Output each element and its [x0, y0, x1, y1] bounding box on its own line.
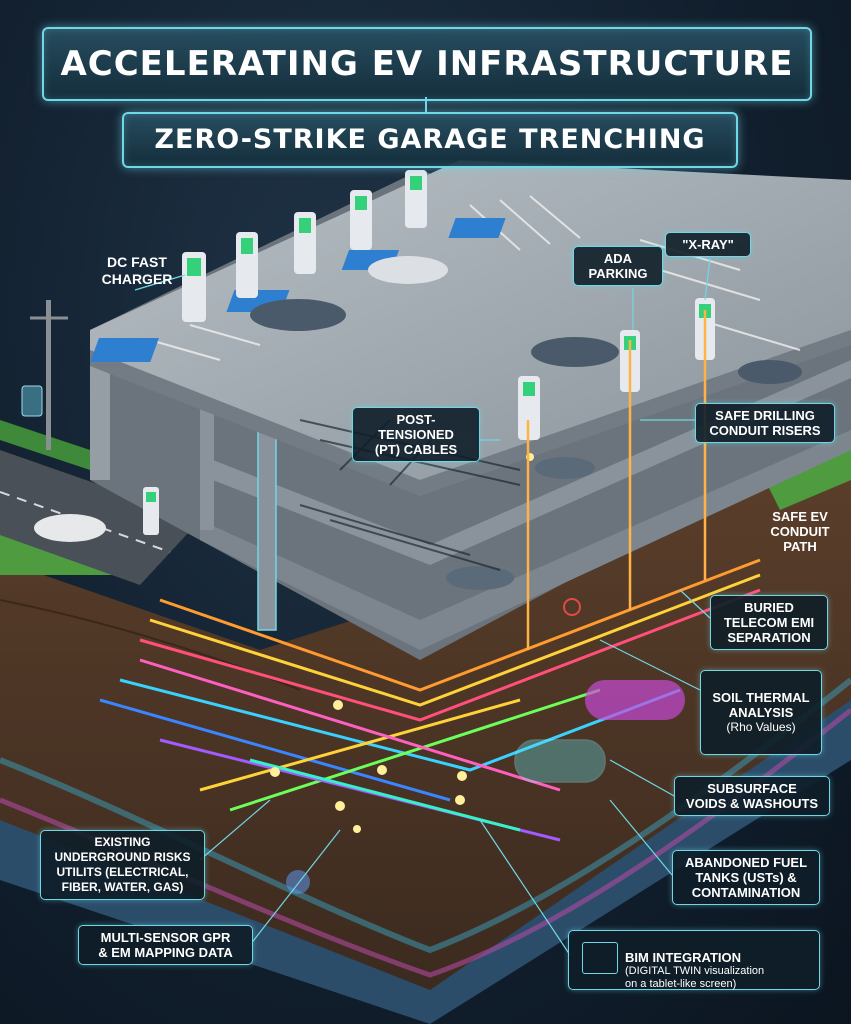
soil-thermal-sub: (Rho Values)	[726, 720, 796, 734]
charger-unit	[518, 376, 540, 440]
bim-sub: (DIGITAL TWIN visualization on a tablet-…	[625, 965, 765, 990]
callout-xray: "X-RAY"	[665, 232, 751, 257]
void-pipe	[585, 680, 685, 720]
soil-thermal-title: SOIL THERMAL ANALYSIS	[712, 690, 810, 720]
telecom-marker	[563, 598, 581, 616]
callout-abandoned-fuel-tanks: ABANDONED FUEL TANKS (USTs) & CONTAMINAT…	[672, 850, 820, 905]
street	[0, 450, 200, 585]
callout-soil-thermal-analysis: SOIL THERMAL ANALYSIS (Rho Values)	[700, 670, 822, 755]
callout-pt-cables: POST-TENSIONED (PT) CABLES	[352, 407, 480, 462]
charger-unit	[294, 212, 316, 274]
callout-subsurface-voids: SUBSURFACE VOIDS & WASHOUTS	[674, 776, 830, 816]
cars	[34, 256, 802, 590]
charger-unit	[405, 170, 427, 228]
callout-existing-utilities: EXISTING UNDERGROUND RISKS UTILITS (ELEC…	[40, 830, 205, 900]
utility-pole	[21, 300, 68, 450]
ada-space	[448, 218, 506, 238]
dc-charger-row	[143, 170, 715, 535]
charger-unit	[182, 252, 206, 322]
bim-title: BIM INTEGRATION	[625, 950, 742, 965]
fuel-tank	[514, 739, 606, 783]
callout-gpr-mapping: MULTI-SENSOR GPR & EM MAPPING DATA	[78, 925, 253, 965]
callout-ada-parking: ADA PARKING	[573, 246, 663, 286]
charger-unit	[143, 487, 159, 535]
grass-left	[0, 420, 90, 470]
callout-safe-drilling-risers: SAFE DRILLING CONDUIT RISERS	[695, 403, 835, 443]
sub-title: ZERO-STRIKE GARAGE TRENCHING	[122, 112, 738, 168]
charger-unit	[236, 232, 258, 298]
utility-nodes	[270, 453, 534, 833]
callout-safe-ev-conduit-path: SAFE EV CONDUIT PATH	[770, 509, 830, 554]
main-title: ACCELERATING EV INFRASTRUCTURE	[42, 27, 812, 101]
underground-utility-lines	[99, 558, 761, 842]
callout-dc-fast-charger: DC FAST CHARGER	[101, 254, 173, 287]
title-connector	[425, 97, 427, 112]
conduit-risers	[526, 310, 707, 650]
callout-buried-telecom-emi: BURIED TELECOM EMI SEPARATION	[710, 595, 828, 650]
ada-space	[90, 338, 159, 362]
tablet-icon	[582, 942, 618, 974]
callout-bim-integration: BIM INTEGRATION (DIGITAL TWIN visualizat…	[568, 930, 820, 990]
charger-unit	[350, 190, 372, 250]
